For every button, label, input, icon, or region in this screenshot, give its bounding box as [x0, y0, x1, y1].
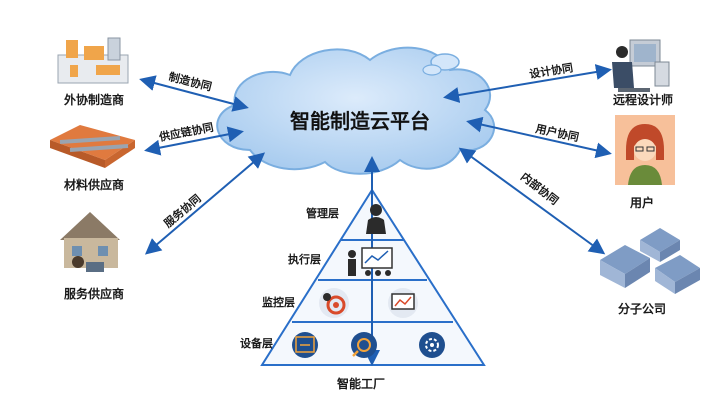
layer-label-monitoring: 监控层 [262, 296, 295, 309]
node-label-material: 材料供应商 [64, 178, 125, 192]
monitoring-gear-icon [319, 288, 349, 318]
node-label-outsourcing: 外协制造商 [64, 93, 125, 107]
device-wrench-icon [351, 332, 377, 358]
edge-label-supply-chain: 供应链协同 [157, 120, 215, 144]
layer-label-management: 管理层 [306, 207, 339, 220]
arrow-manufacturing [139, 75, 249, 112]
service-house-icon [60, 212, 120, 272]
edge-label-internal: 内部协同 [518, 169, 561, 207]
monitor-chart-icon [388, 288, 418, 318]
designer-workstation-icon [612, 39, 670, 92]
pyramid-base-label: 智能工厂 [337, 377, 386, 391]
arrow-internal [458, 147, 606, 255]
edge-label-design: 设计协同 [528, 60, 574, 81]
platform-title: 智能制造云平台 [290, 109, 430, 133]
arrow-design [443, 64, 612, 103]
subsidiary-buildings-icon [600, 228, 700, 294]
node-label-designer: 远程设计师 [613, 93, 674, 107]
node-label-service: 服务供应商 [64, 287, 125, 301]
node-label-user: 用户 [630, 196, 655, 210]
meeting-icon [348, 247, 393, 276]
materials-pallet-icon [50, 125, 135, 168]
arrow-supply-chain [144, 126, 244, 156]
user-avatar-icon [615, 115, 675, 185]
device-gear-icon [419, 332, 445, 358]
factory-machines-icon [57, 37, 129, 84]
node-label-subsidiary: 分子公司 [618, 302, 667, 316]
edge-label-manufacturing: 制造协同 [167, 69, 213, 93]
arrow-service [144, 152, 266, 255]
layer-label-execution: 执行层 [288, 253, 321, 266]
layer-label-device: 设备层 [240, 337, 273, 350]
device-panel-icon [292, 332, 318, 358]
manager-icon [366, 204, 386, 234]
